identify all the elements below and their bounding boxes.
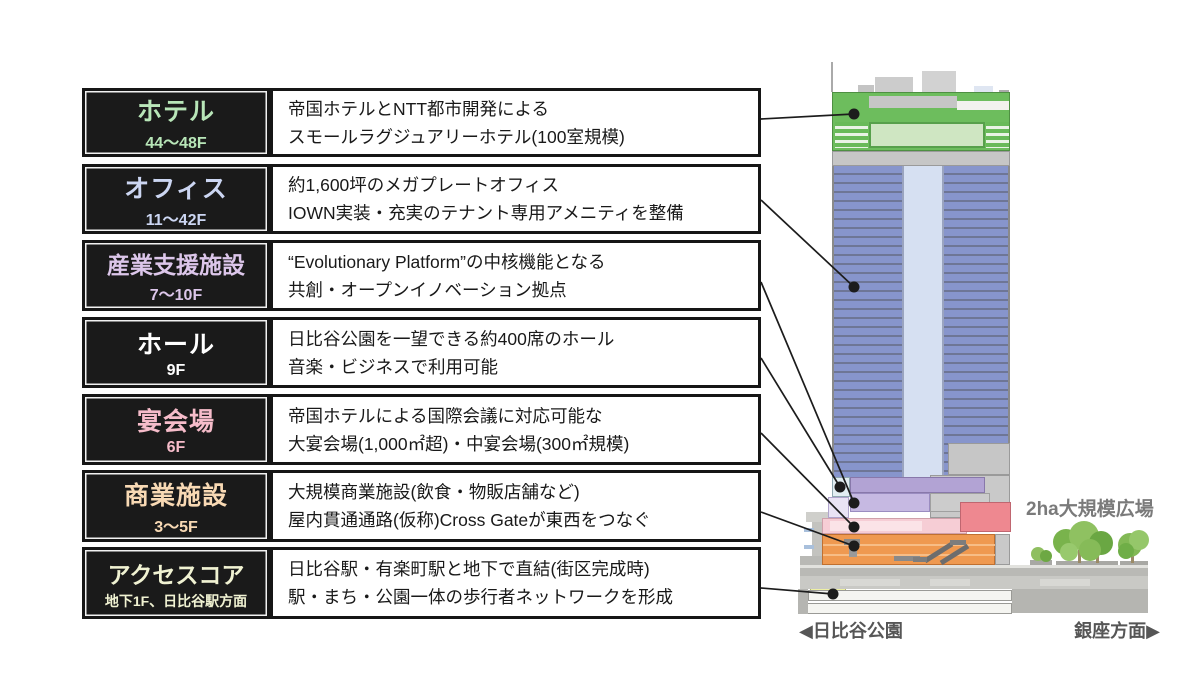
desc-line: 大宴会場(1,000㎡超)・中宴会場(300㎡規模): [288, 433, 630, 454]
roof-equipment: [858, 85, 874, 93]
direction-label-hibiya-park: ◀日比谷公園: [799, 621, 903, 641]
facility-label-box: 産業支援施設 7〜10F: [82, 240, 270, 311]
underground-detail: [840, 579, 900, 586]
facility-description: 大規模商業施設(飲食・物販店舗など) 屋内貫通通路(仮称)Cross Gateが…: [270, 470, 761, 542]
desc-line: 帝国ホテルとNTT都市開発による: [288, 98, 549, 119]
facility-label-box: ホテル 44〜48F: [82, 88, 270, 157]
underground-right-mass: [1012, 589, 1148, 613]
building-hotel-section: [832, 92, 1010, 151]
facility-label-box: オフィス 11〜42F: [82, 164, 270, 234]
facility-description: 約1,600坪のメガプレートオフィス IOWN実装・充実のテナント専用アメニティ…: [270, 164, 761, 234]
facility-description: 日比谷公園を一望できる約400席のホール 音楽・ビジネスで利用可能: [270, 317, 761, 388]
facility-title: ホール: [136, 331, 215, 359]
roof-equipment: [875, 77, 913, 93]
underground-left-wall: [798, 589, 808, 614]
hotel-atrium: [869, 122, 985, 148]
facility-floors: 6F: [166, 439, 186, 456]
podium-gray-volume: [948, 443, 1010, 475]
podium-gray-edge: [995, 534, 1010, 565]
podium-window: [804, 528, 814, 532]
facility-description: “Evolutionary Platform”の中核機能となる 共創・オープンイ…: [270, 240, 761, 311]
facility-description: 日比谷駅・有楽町駅と地下で直結(街区完成時) 駅・まち・公園一体の歩行者ネットワ…: [270, 547, 761, 619]
facility-row-retail: 商業施設 3〜5F 大規模商業施設(飲食・物販店舗など) 屋内貫通通路(仮称)C…: [82, 470, 761, 542]
facility-title: オフィス: [124, 174, 228, 203]
desc-line: スモールラグジュアリーホテル(100室規模): [288, 126, 625, 147]
facility-label-box: 宴会場 6F: [82, 394, 270, 465]
facility-label-box: アクセスコア 地下1F、日比谷駅方面: [82, 547, 270, 619]
facility-title: 宴会場: [136, 408, 215, 436]
facility-description: 帝国ホテルによる国際会議に対応可能な 大宴会場(1,000㎡超)・中宴会場(30…: [270, 394, 761, 465]
underground-detail: [1040, 579, 1090, 586]
tree-icon: [1053, 521, 1118, 565]
desc-line: 約1,600坪のメガプレートオフィス: [288, 175, 559, 195]
underground-concourse: [806, 603, 1012, 614]
plaza-deck: [800, 565, 1148, 576]
direction-label-ginza: 銀座方面▶: [1074, 621, 1160, 641]
facility-row-industry-support: 産業支援施設 7〜10F “Evolutionary Platform”の中核機…: [82, 240, 761, 311]
tree-icon: [1118, 530, 1149, 565]
facility-row-hall: ホール 9F 日比谷公園を一望できる約400席のホール 音楽・ビジネスで利用可能: [82, 317, 761, 388]
facility-floors: 44〜48F: [145, 135, 207, 152]
desc-line: 駅・まち・公園一体の歩行者ネットワークを形成: [288, 587, 673, 607]
facility-title: ホテル: [136, 98, 215, 126]
building-hall-section: [832, 477, 850, 497]
mechanical-band: [832, 151, 1010, 166]
facility-label-box: ホール 9F: [82, 317, 270, 388]
desc-line: IOWN実装・充実のテナント専用アメニティを整備: [288, 203, 684, 223]
retail-floor-line: [823, 544, 996, 546]
office-core: [902, 166, 944, 478]
building-retail-section: [822, 534, 996, 565]
facility-floors: 11〜42F: [145, 211, 207, 229]
facility-floors: 9F: [166, 362, 186, 379]
building-industry-support-section: [850, 477, 985, 493]
desc-line: 日比谷駅・有楽町駅と地下で直結(街区完成時): [288, 559, 650, 579]
hotel-floor-stripes: [835, 122, 868, 148]
roof-slab: [869, 96, 957, 108]
building-industry-support-section: [828, 497, 849, 518]
tree-icon: [1030, 547, 1052, 565]
underground-detail: [930, 579, 970, 586]
roof-mast: [831, 62, 833, 92]
building-industry-support-section: [850, 493, 930, 512]
retail-detail: [894, 556, 920, 561]
facility-floors: 7〜10F: [149, 287, 203, 304]
facility-row-office: オフィス 11〜42F 約1,600坪のメガプレートオフィス IOWN実装・充実…: [82, 164, 761, 234]
facility-row-access-core: アクセスコア 地下1F、日比谷駅方面 日比谷駅・有楽町駅と地下で直結(街区完成時…: [82, 547, 761, 619]
roof-terrace: [957, 101, 1009, 110]
desc-line: “Evolutionary Platform”の中核機能となる: [288, 251, 606, 272]
facility-description: 帝国ホテルとNTT都市開発による スモールラグジュアリーホテル(100室規模): [270, 88, 761, 157]
facility-row-hotel: ホテル 44〜48F 帝国ホテルとNTT都市開発による スモールラグジュアリーホ…: [82, 88, 761, 157]
facility-title: アクセスコア: [107, 561, 245, 588]
hotel-floor-stripes: [986, 122, 1009, 148]
connector-line-hall: [760, 357, 841, 488]
facility-label-box: 商業施設 3〜5F: [82, 470, 270, 542]
desc-line: 音楽・ビジネスで利用可能: [288, 356, 498, 377]
retail-floor-line: [823, 554, 996, 556]
desc-line: 大規模商業施設(飲食・物販店舗など): [288, 482, 580, 502]
desc-line: 帝国ホテルによる国際会議に対応可能な: [288, 405, 603, 426]
facility-floors: 地下1F、日比谷駅方面: [104, 592, 248, 609]
building-banquet-inner: [830, 521, 922, 531]
facility-title: 商業施設: [123, 481, 228, 510]
podium-window: [804, 545, 814, 549]
building-office-section: [832, 166, 1010, 478]
facility-title: 産業支援施設: [107, 252, 245, 278]
facility-floors: 3〜5F: [154, 518, 198, 536]
underground-concourse: [808, 590, 1012, 601]
roof-equipment: [922, 71, 956, 92]
facility-row-banquet: 宴会場 6F 帝国ホテルによる国際会議に対応可能な 大宴会場(1,000㎡超)・…: [82, 394, 761, 465]
desc-line: 屋内貫通通路(仮称)Cross Gateが東西をつなぐ: [288, 510, 651, 530]
retail-detail: [849, 545, 857, 557]
desc-line: 日比谷公園を一望できる約400席のホール: [288, 328, 615, 349]
plaza-size-label: 2ha大規模広場: [1026, 499, 1154, 520]
desc-line: 共創・オープンイノベーション拠点: [288, 279, 567, 300]
building-red-block: [960, 502, 1011, 532]
